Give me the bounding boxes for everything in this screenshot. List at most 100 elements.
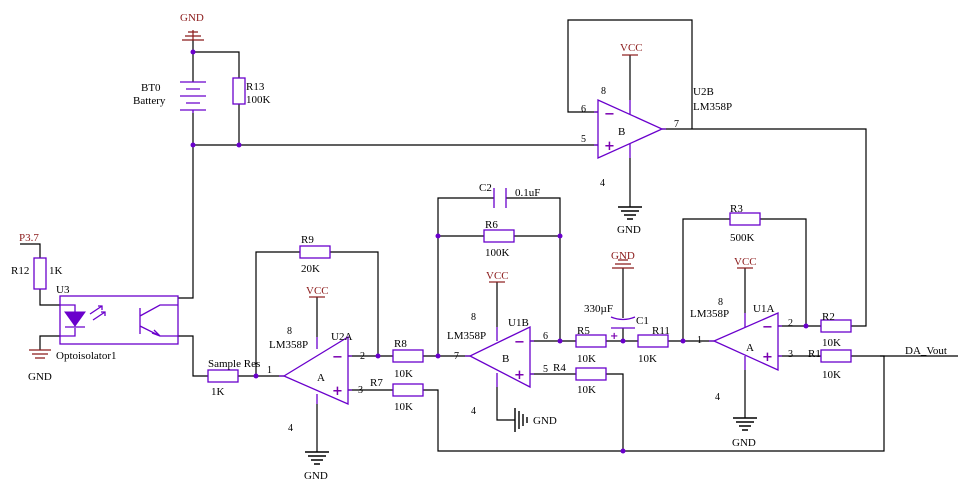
vcc-symbol-u2a: VCC — [306, 285, 329, 298]
u1a-part: LM358P — [690, 308, 729, 320]
sample-res-value: 1K — [211, 386, 225, 398]
resistor-r1: R1 10K — [808, 348, 852, 381]
pin-1: 1 — [697, 335, 702, 346]
pin-2: 2 — [788, 318, 793, 329]
resistor-r6: R6 100K — [483, 219, 515, 259]
vcc-symbol-u1a: VCC — [734, 256, 757, 269]
pin-4: 4 — [600, 178, 605, 189]
r12-ref: R12 — [11, 265, 29, 277]
pin-2: 2 — [360, 351, 365, 362]
plus-sign: + — [514, 368, 525, 383]
gnd-symbol-c1: GND — [611, 250, 635, 269]
r6-value: 100K — [485, 247, 510, 259]
plus-sign: + — [610, 331, 618, 342]
battery-value: Battery — [133, 95, 166, 107]
wire-gnd-top — [192, 40, 240, 145]
minus-sign: − — [514, 335, 525, 350]
junction-dot — [435, 233, 441, 239]
r5-ref: R5 — [577, 325, 590, 337]
u1b-ref: U1B — [508, 317, 529, 329]
u2a-ref: U2A — [331, 331, 352, 343]
plus-sign: + — [604, 139, 615, 154]
pin-8: 8 — [601, 86, 606, 97]
gnd-symbol-u2b: GND — [617, 206, 642, 236]
r6-ref: R6 — [485, 219, 498, 231]
capacitor-c1: + 330µF C1 — [584, 303, 649, 342]
u1b-part: LM358P — [447, 330, 486, 342]
pin-7: 7 — [674, 119, 679, 130]
vcc-label: VCC — [306, 285, 329, 297]
u1b-unit: B — [502, 353, 509, 365]
pin-1: 1 — [267, 365, 272, 376]
wire-p37 — [20, 243, 60, 306]
pin-4: 4 — [288, 423, 293, 434]
u2b-ref: U2B — [693, 86, 714, 98]
u1a-ref: U1A — [753, 303, 774, 315]
vcc-label: VCC — [486, 270, 509, 282]
junction-dot — [435, 353, 441, 359]
junction-dot — [190, 142, 196, 148]
gnd-symbol-opto: GND — [28, 349, 52, 383]
minus-sign: − — [332, 350, 343, 365]
pin-5: 5 — [581, 134, 586, 145]
r8-value: 10K — [394, 368, 413, 380]
r4-ref: R4 — [553, 362, 566, 374]
c1-ref: C1 — [636, 315, 649, 327]
gnd-label: GND — [533, 415, 557, 427]
pin-5: 5 — [543, 364, 548, 375]
r1-value: 10K — [822, 369, 841, 381]
junction-dot — [236, 142, 242, 148]
battery-bt0: BT0 Battery — [133, 81, 206, 113]
plus-sign: + — [762, 350, 773, 365]
junction-dot — [620, 338, 626, 344]
gnd-label: GND — [28, 371, 52, 383]
output-net-label: DA_Vout — [905, 345, 947, 357]
u3-name: Optoisolator1 — [56, 350, 117, 362]
r2-ref: R2 — [822, 311, 835, 323]
wire-u2b-feedback — [567, 19, 693, 129]
r4-value: 10K — [577, 384, 596, 396]
resistor-r5: R5 10K — [575, 325, 607, 365]
wire-r3 — [682, 218, 807, 341]
pin-6: 6 — [543, 331, 548, 342]
resistor-r7: R7 10K — [370, 377, 424, 413]
r2-value: 10K — [822, 337, 841, 349]
pin-7: 7 — [454, 351, 459, 362]
vcc-label: VCC — [734, 256, 757, 268]
pin-8: 8 — [287, 326, 292, 337]
opamp-u2a: − + A U2A LM358P 8 1 2 3 4 — [267, 326, 365, 434]
r1-ref: R1 — [808, 348, 821, 360]
u2b-part: LM358P — [693, 101, 732, 113]
gnd-symbol-top: GND — [180, 12, 204, 41]
wire-opto-gnd — [39, 335, 60, 350]
pin-3: 3 — [788, 349, 793, 360]
opamp-u2b: − + B U2B LM358P 8 6 5 7 4 — [581, 86, 732, 189]
gnd-symbol-u2a: GND — [304, 451, 329, 482]
resistor-r13: R13 100K — [232, 77, 271, 106]
wire-c2-r6 — [437, 197, 561, 356]
junction-dot — [190, 49, 196, 55]
vcc-symbol-u2b: VCC — [620, 42, 643, 56]
junction-dot — [680, 338, 686, 344]
power-symbols: GND VCC GND P3.7 GND VCC GND — [19, 12, 757, 482]
c2-ref: C2 — [479, 182, 492, 194]
capacitor-c2: C2 0.1uF — [479, 182, 540, 208]
junction-dot — [557, 338, 563, 344]
u3-ref: U3 — [56, 284, 70, 296]
r9-value: 20K — [301, 263, 320, 275]
pin-3: 3 — [358, 385, 363, 396]
junctions — [190, 49, 809, 454]
junction-dot — [803, 323, 809, 329]
resistor-r12: R12 1K — [11, 257, 63, 290]
wire-u2b-out — [662, 128, 867, 327]
p37-label: P3.7 — [19, 232, 39, 244]
r13-value: 100K — [246, 94, 271, 106]
wire-opto-out — [178, 335, 208, 377]
junction-dot — [557, 233, 563, 239]
u2a-unit: A — [317, 372, 325, 384]
r11-value: 10K — [638, 353, 657, 365]
pin-8: 8 — [718, 297, 723, 308]
pin-4: 4 — [715, 392, 720, 403]
junction-dot — [620, 448, 626, 454]
resistor-r11: R11 10K — [637, 325, 670, 365]
